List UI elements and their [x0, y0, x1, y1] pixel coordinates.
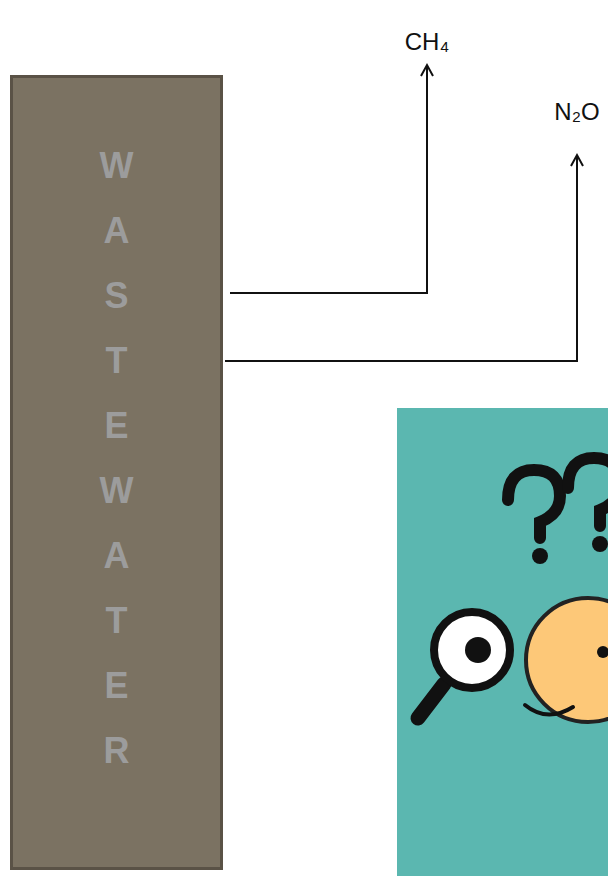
wastewater-column: WASTEWATER	[10, 75, 223, 870]
face-eye	[597, 646, 608, 658]
arrow-head	[571, 155, 583, 166]
magnifier-handle	[418, 684, 444, 718]
face-head	[526, 598, 608, 722]
question-picture	[397, 408, 608, 876]
arrow-head	[421, 65, 433, 76]
gas-formula: CH₄	[405, 28, 449, 56]
question-mark	[508, 470, 560, 538]
arrow-line	[230, 66, 427, 293]
question-mark	[568, 458, 608, 526]
magnified-eye	[465, 637, 491, 663]
question-dot	[592, 536, 608, 552]
gas-formula: N₂O	[554, 98, 599, 126]
emission-arrows	[225, 65, 583, 361]
magnifier-lens	[434, 612, 510, 688]
vertical-title: WASTEWATER	[99, 133, 135, 783]
question-dot	[532, 548, 548, 564]
face-smile	[525, 705, 573, 715]
arrow-line	[225, 156, 577, 361]
